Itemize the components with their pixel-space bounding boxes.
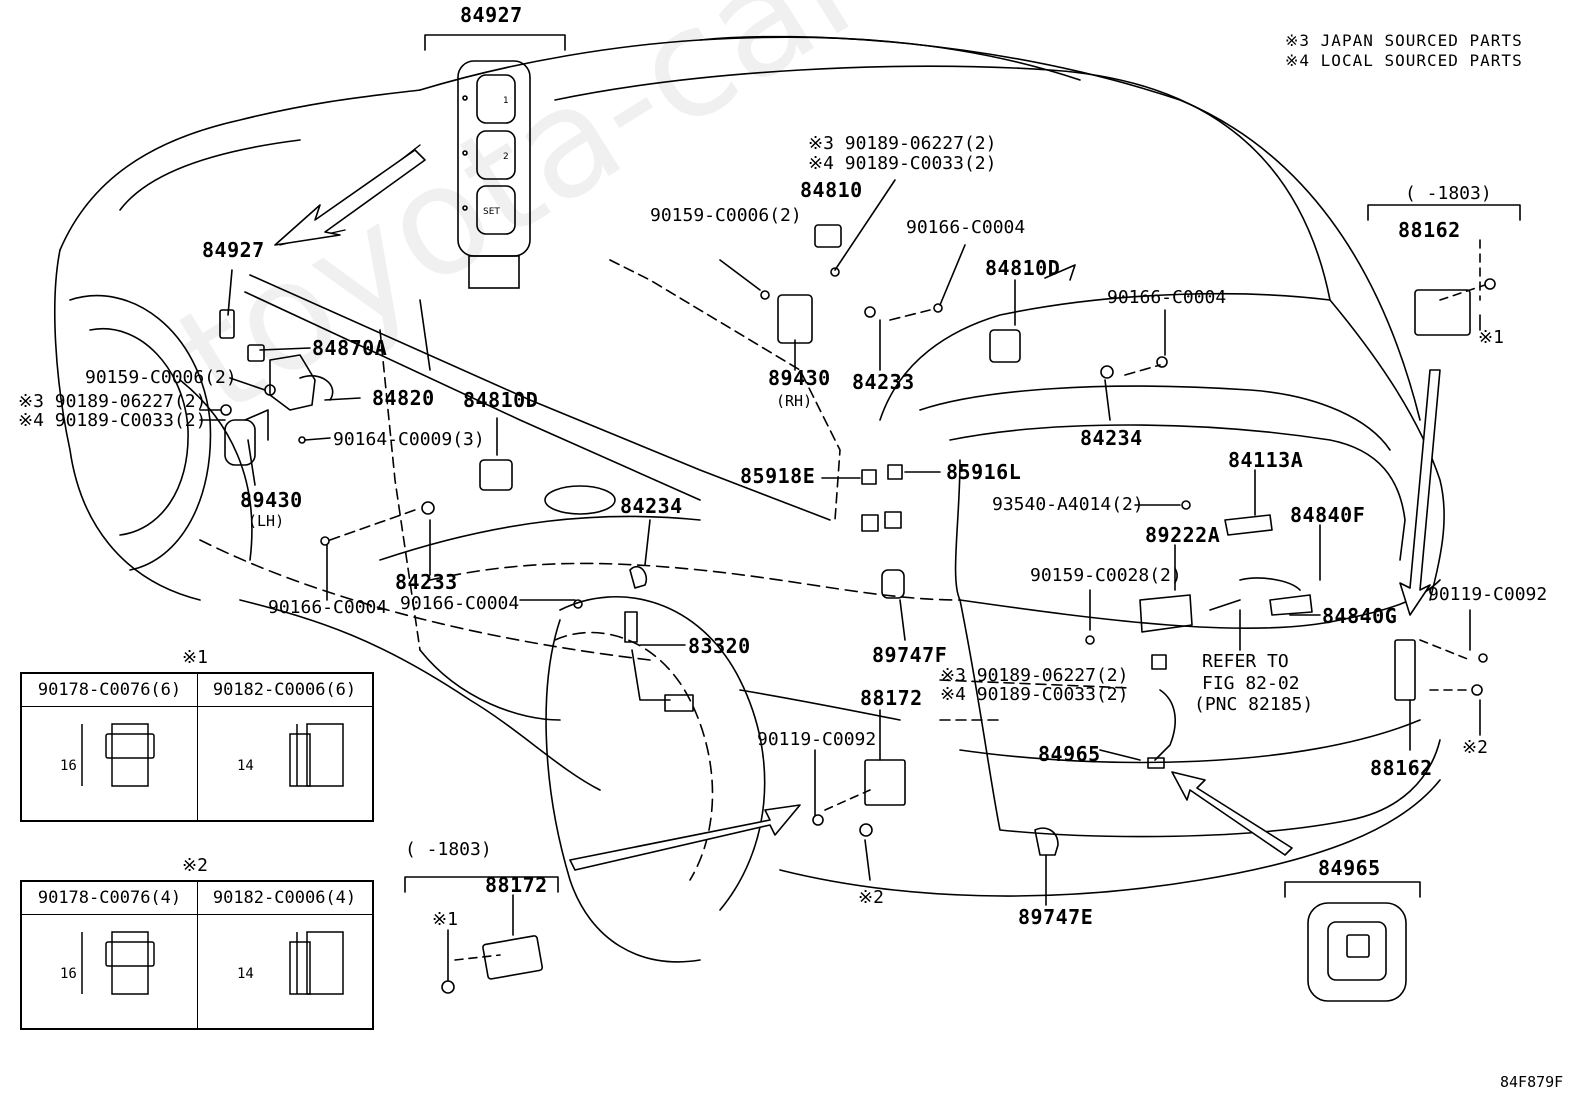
- part-84870a-label[interactable]: 84870A: [312, 336, 388, 360]
- mark-1-88162: ※1: [1478, 327, 1504, 348]
- part-89747f-label[interactable]: 89747F: [872, 643, 948, 667]
- part-84234-left-label[interactable]: 84234: [620, 494, 683, 518]
- part-88162-top-label[interactable]: 88162: [1398, 218, 1461, 242]
- part-90166-top-label[interactable]: 90166-C0004: [906, 217, 1026, 238]
- hatch-switch-illustration: [1307, 902, 1407, 1002]
- part-90166-right-label[interactable]: 90166-C0004: [1107, 287, 1227, 308]
- part-90166-left-label[interactable]: 90166-C0004: [268, 597, 388, 618]
- part-85918e-label[interactable]: 85918E: [740, 464, 816, 488]
- rh-label: (RH): [776, 392, 813, 410]
- part-88162-right-label[interactable]: 88162: [1370, 756, 1433, 780]
- part-88172-inset-label[interactable]: 88172: [485, 873, 548, 897]
- table-1-dim-2: 14: [237, 758, 254, 774]
- table-2-col-2: 90182-C0006(4): [197, 882, 372, 915]
- mark-2-right: ※2: [1462, 737, 1488, 758]
- table-1-dim-1: 16: [60, 758, 77, 774]
- part-90159-c0028-label[interactable]: 90159-C0028(2): [1030, 565, 1182, 586]
- part-84113a-label[interactable]: 84113A: [1228, 448, 1304, 472]
- part-84820-label[interactable]: 84820: [372, 386, 435, 410]
- memory-button-2-label: 2: [503, 152, 509, 162]
- part-90164-label[interactable]: 90164-C0009(3): [333, 429, 485, 450]
- part-84927-top-label[interactable]: 84927: [460, 3, 523, 27]
- part-90189-06227-mid-label[interactable]: ※3 90189-06227(2): [940, 665, 1129, 686]
- part-90159-c0006-left-label[interactable]: 90159-C0006(2): [85, 367, 237, 388]
- table-2-col-1: 90178-C0076(4): [22, 882, 197, 915]
- part-84840g-label[interactable]: 84840G: [1322, 604, 1398, 628]
- part-84840f-label[interactable]: 84840F: [1290, 503, 1366, 527]
- part-84233-mid-label[interactable]: 84233: [852, 370, 915, 394]
- memory-button-1-label: 1: [503, 96, 509, 106]
- part-90159-c0006-top-label[interactable]: 90159-C0006(2): [650, 205, 802, 226]
- part-85916l-label[interactable]: 85916L: [946, 460, 1022, 484]
- diagram-code: 84F879F: [1500, 1073, 1564, 1091]
- fastener-table-1: 90178-C0076(6) 90182-C0006(6) 16 14: [20, 672, 374, 822]
- part-90189-c0033-mid-label[interactable]: ※4 90189-C0033(2): [940, 684, 1129, 705]
- part-89222a-label[interactable]: 89222A: [1145, 523, 1221, 547]
- lh-label: (LH): [248, 512, 285, 530]
- part-84927-label[interactable]: 84927: [202, 238, 265, 262]
- memory-switch-illustration: 1 2 SET: [457, 60, 531, 289]
- note-local-sourced: ※4 LOCAL SOURCED PARTS: [1285, 51, 1523, 70]
- nut-illustration: [22, 914, 372, 995]
- nut-illustration: [22, 706, 372, 787]
- memory-button-set-label: SET: [483, 207, 500, 217]
- note-japan-sourced: ※3 JAPAN SOURCED PARTS: [1285, 31, 1523, 50]
- part-84233-left-label[interactable]: 84233: [395, 570, 458, 594]
- part-90166-mid-label[interactable]: 90166-C0004: [400, 593, 520, 614]
- part-89430-lh-label[interactable]: 89430: [240, 488, 303, 512]
- part-89747e-label[interactable]: 89747E: [1018, 905, 1094, 929]
- table-2-dim-2: 14: [237, 966, 254, 982]
- part-84810d-left-label[interactable]: 84810D: [463, 388, 539, 412]
- part-90189-c0033-top-label[interactable]: ※4 90189-C0033(2): [808, 153, 997, 174]
- table-2-dim-1: 16: [60, 966, 77, 982]
- part-90189-c0033-left-label[interactable]: ※4 90189-C0033(2): [18, 410, 207, 431]
- refer-to-line-2: FIG 82-02: [1202, 673, 1300, 694]
- date-88172-label: ( -1803): [405, 839, 492, 860]
- mark-1-inset: ※1: [432, 909, 458, 930]
- part-83320-label[interactable]: 83320: [688, 634, 751, 658]
- fastener-table-2: 90178-C0076(4) 90182-C0006(4) 16 14: [20, 880, 374, 1030]
- part-84810d-right-label[interactable]: 84810D: [985, 256, 1061, 280]
- part-84234-right-label[interactable]: 84234: [1080, 426, 1143, 450]
- part-90189-06227-left-label[interactable]: ※3 90189-06227(2): [18, 391, 207, 412]
- part-84965-label[interactable]: 84965: [1038, 742, 1101, 766]
- part-84810-label[interactable]: 84810: [800, 178, 863, 202]
- part-88172-label[interactable]: 88172: [860, 686, 923, 710]
- part-90119-right-label[interactable]: 90119-C0092: [1428, 584, 1548, 605]
- part-93540-label[interactable]: 93540-A4014(2): [992, 494, 1144, 515]
- table-1-mark: ※1: [182, 647, 208, 668]
- part-84965-inset-label[interactable]: 84965: [1318, 856, 1381, 880]
- refer-to-line-1: REFER TO: [1202, 651, 1289, 672]
- mark-2-mid: ※2: [858, 887, 884, 908]
- refer-to-line-3: (PNC 82185): [1194, 694, 1314, 715]
- part-90189-06227-top-label[interactable]: ※3 90189-06227(2): [808, 133, 997, 154]
- date-88162-label: ( -1803): [1405, 183, 1492, 204]
- part-90119-mid-label[interactable]: 90119-C0092: [757, 729, 877, 750]
- part-89430-rh-label[interactable]: 89430: [768, 366, 831, 390]
- table-2-mark: ※2: [182, 855, 208, 876]
